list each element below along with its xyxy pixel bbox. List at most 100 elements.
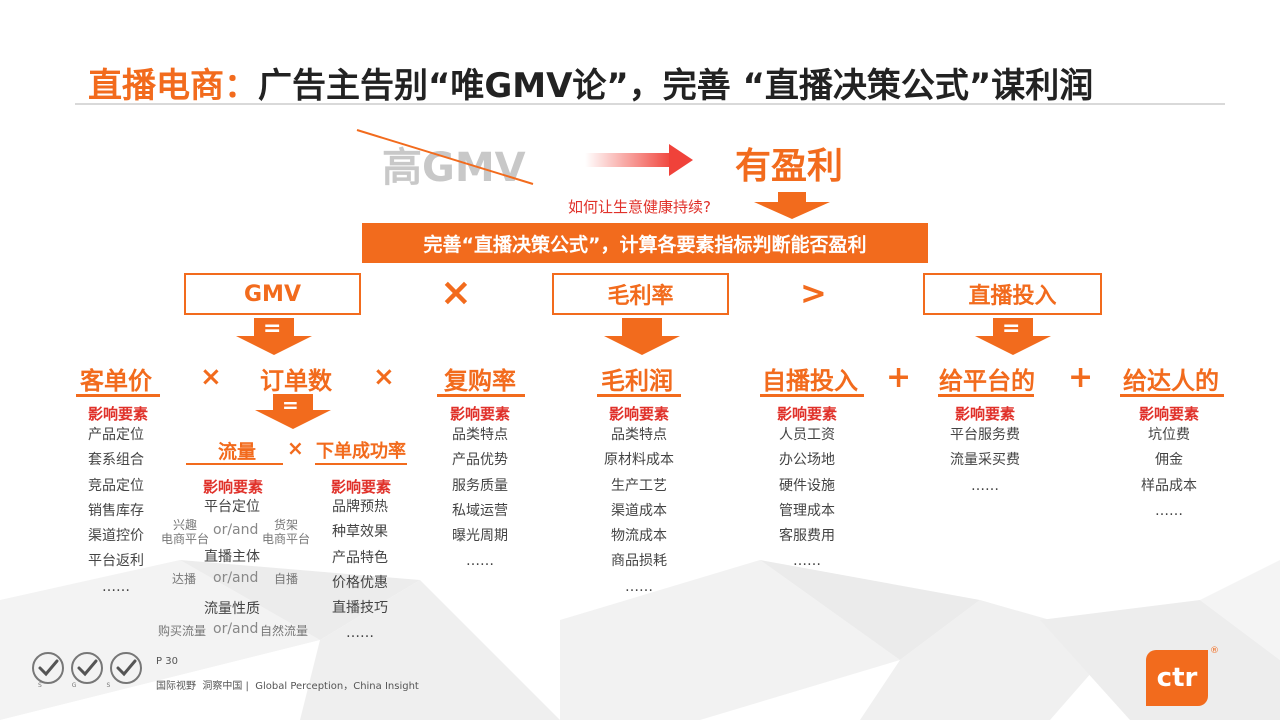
- list-item: 竞品定位: [88, 477, 144, 494]
- title-main: 广告主告别“唯GMV论”，完善 “直播决策公式”谋利润: [258, 66, 1094, 106]
- list-item: ……: [971, 477, 999, 494]
- list-conversion: 品牌预热 种草效果 产品特色 价格优惠 直播技巧 ……: [318, 495, 402, 647]
- header-order-count: 订单数: [260, 367, 332, 395]
- list-item: 渠道控价: [88, 528, 144, 545]
- list-item: 渠道成本: [611, 502, 667, 519]
- high-gmv-label: 高GMV: [382, 145, 526, 191]
- underline-conversion: [315, 463, 407, 465]
- header-platform: 给平台的: [939, 367, 1035, 395]
- list-item: 原材料成本: [604, 452, 674, 469]
- list-item: ……: [625, 578, 653, 595]
- list-influencer: 坑位费 佣金 样品成本 ……: [1127, 423, 1211, 524]
- list-item: 人员工资: [779, 427, 835, 443]
- factor-label-repurchase: 影响要素: [449, 405, 510, 423]
- underline-platform: [938, 394, 1034, 397]
- formula-banner: 完善“直播决策公式”，计算各要素指标判断能否盈利: [362, 223, 928, 263]
- traffic-row-right: 自然流量: [259, 624, 308, 638]
- factor-label-conversion: 影响要素: [330, 478, 391, 496]
- gmv-box: GMV: [184, 273, 361, 315]
- list-item: 直播技巧: [332, 600, 388, 617]
- list-item: 平台服务费: [950, 427, 1020, 443]
- list-item: 佣金: [1155, 452, 1183, 469]
- factor-label-gross-profit: 影响要素: [608, 405, 669, 423]
- traffic-row-left: 兴趣 电商平台: [160, 518, 209, 546]
- list-item: 品类特点: [611, 427, 667, 443]
- list-item: 管理成本: [779, 502, 835, 519]
- factor-label-unit-price: 影响要素: [87, 405, 148, 423]
- plus-icon-1: +: [886, 360, 912, 395]
- list-item: 种草效果: [332, 524, 388, 541]
- traffic-row-or: or/and: [213, 522, 259, 538]
- times-icon-1: ×: [200, 362, 222, 392]
- sgs-certification-icons: [32, 652, 142, 684]
- ctr-logo: ctr: [1146, 650, 1208, 706]
- list-item: 销售库存: [88, 502, 144, 519]
- list-item: ……: [466, 553, 494, 570]
- list-item: 生产工艺: [611, 477, 667, 494]
- list-item: 品类特点: [452, 427, 508, 443]
- underline-self-broadcast: [760, 394, 864, 397]
- list-item: 曝光周期: [452, 528, 508, 545]
- header-gross-profit: 毛利润: [601, 367, 673, 395]
- times-icon-top: ×: [440, 270, 472, 314]
- equals-sign-order: =: [282, 393, 299, 417]
- list-item: 商品损耗: [611, 553, 667, 570]
- equals-arrow-order: [255, 394, 331, 429]
- traffic-row-or: or/and: [213, 570, 259, 586]
- list-item: 产品特色: [332, 549, 388, 566]
- list-item: 客服费用: [779, 528, 835, 545]
- title-highlight: 直播电商：: [88, 66, 258, 106]
- page-title: 直播电商：广告主告别“唯GMV论”，完善 “直播决策公式”谋利润: [88, 58, 1093, 107]
- investment-box: 直播投入: [923, 273, 1102, 315]
- list-item: 产品优势: [452, 452, 508, 469]
- list-item: 价格优惠: [332, 574, 388, 591]
- list-item: 平台返利: [88, 553, 144, 570]
- margin-rate-box: 毛利率: [552, 273, 729, 315]
- header-conversion: 下单成功率: [316, 441, 406, 462]
- list-gross-profit: 品类特点 原材料成本 生产工艺 渠道成本 物流成本 商品损耗 ……: [592, 423, 686, 600]
- equals-arrow-investment: [975, 318, 1051, 355]
- list-item: 办公场地: [779, 452, 835, 469]
- underline-repurchase: [437, 394, 525, 397]
- list-repurchase: 品类特点 产品优势 服务质量 私域运营 曝光周期 ……: [438, 423, 522, 575]
- equals-sign-investment: =: [1002, 316, 1021, 341]
- factor-label-self-broadcast: 影响要素: [776, 405, 837, 423]
- underline-unit-price: [76, 394, 160, 397]
- traffic-row-center: 平台定位: [204, 499, 260, 515]
- factor-label-traffic: 影响要素: [202, 478, 263, 496]
- equals-arrow-gmv: [236, 318, 312, 355]
- list-item: ……: [793, 553, 821, 570]
- list-unit-price: 产品定位 套系组合 竞品定位 销售库存 渠道控价 平台返利 ……: [76, 423, 156, 600]
- factor-label-platform: 影响要素: [954, 405, 1015, 423]
- title-divider: [75, 103, 1225, 105]
- list-item: ……: [346, 625, 374, 642]
- header-influencer: 给达人的: [1123, 367, 1219, 395]
- list-item: 私域运营: [452, 502, 508, 519]
- list-item: ……: [1155, 502, 1183, 519]
- list-item: ……: [102, 578, 130, 595]
- down-arrow-margin-icon: [604, 318, 680, 355]
- footer-tagline: 国际视野 洞察中国 | Global Perception，China Insi…: [156, 681, 419, 692]
- list-item: 流量采买费: [950, 452, 1020, 469]
- header-self-broadcast: 自播投入: [762, 367, 858, 395]
- question-text: 如何让生意健康持续?: [568, 198, 711, 216]
- sgs-badge-label: SGS: [38, 682, 141, 689]
- header-repurchase: 复购率: [444, 367, 516, 395]
- list-item: 服务质量: [452, 477, 508, 494]
- list-self-broadcast: 人员工资 办公场地 硬件设施 管理成本 客服费用 ……: [765, 423, 849, 575]
- factor-label-influencer: 影响要素: [1138, 405, 1199, 423]
- underline-traffic: [186, 463, 283, 465]
- greater-than-icon: >: [800, 274, 827, 312]
- gradient-arrow-icon: [585, 144, 693, 176]
- traffic-row-center: 流量性质: [204, 601, 260, 617]
- traffic-row-right: 货架 电商平台: [261, 518, 310, 546]
- equals-sign-gmv: =: [263, 316, 282, 341]
- underline-influencer: [1120, 394, 1224, 397]
- page-number: P 30: [156, 656, 178, 667]
- times-icon-3: ×: [287, 436, 304, 460]
- list-item: 品牌预热: [332, 499, 388, 515]
- list-item: 物流成本: [611, 528, 667, 545]
- traffic-row-center: 直播主体: [204, 549, 260, 565]
- profit-label: 有盈利: [735, 146, 844, 187]
